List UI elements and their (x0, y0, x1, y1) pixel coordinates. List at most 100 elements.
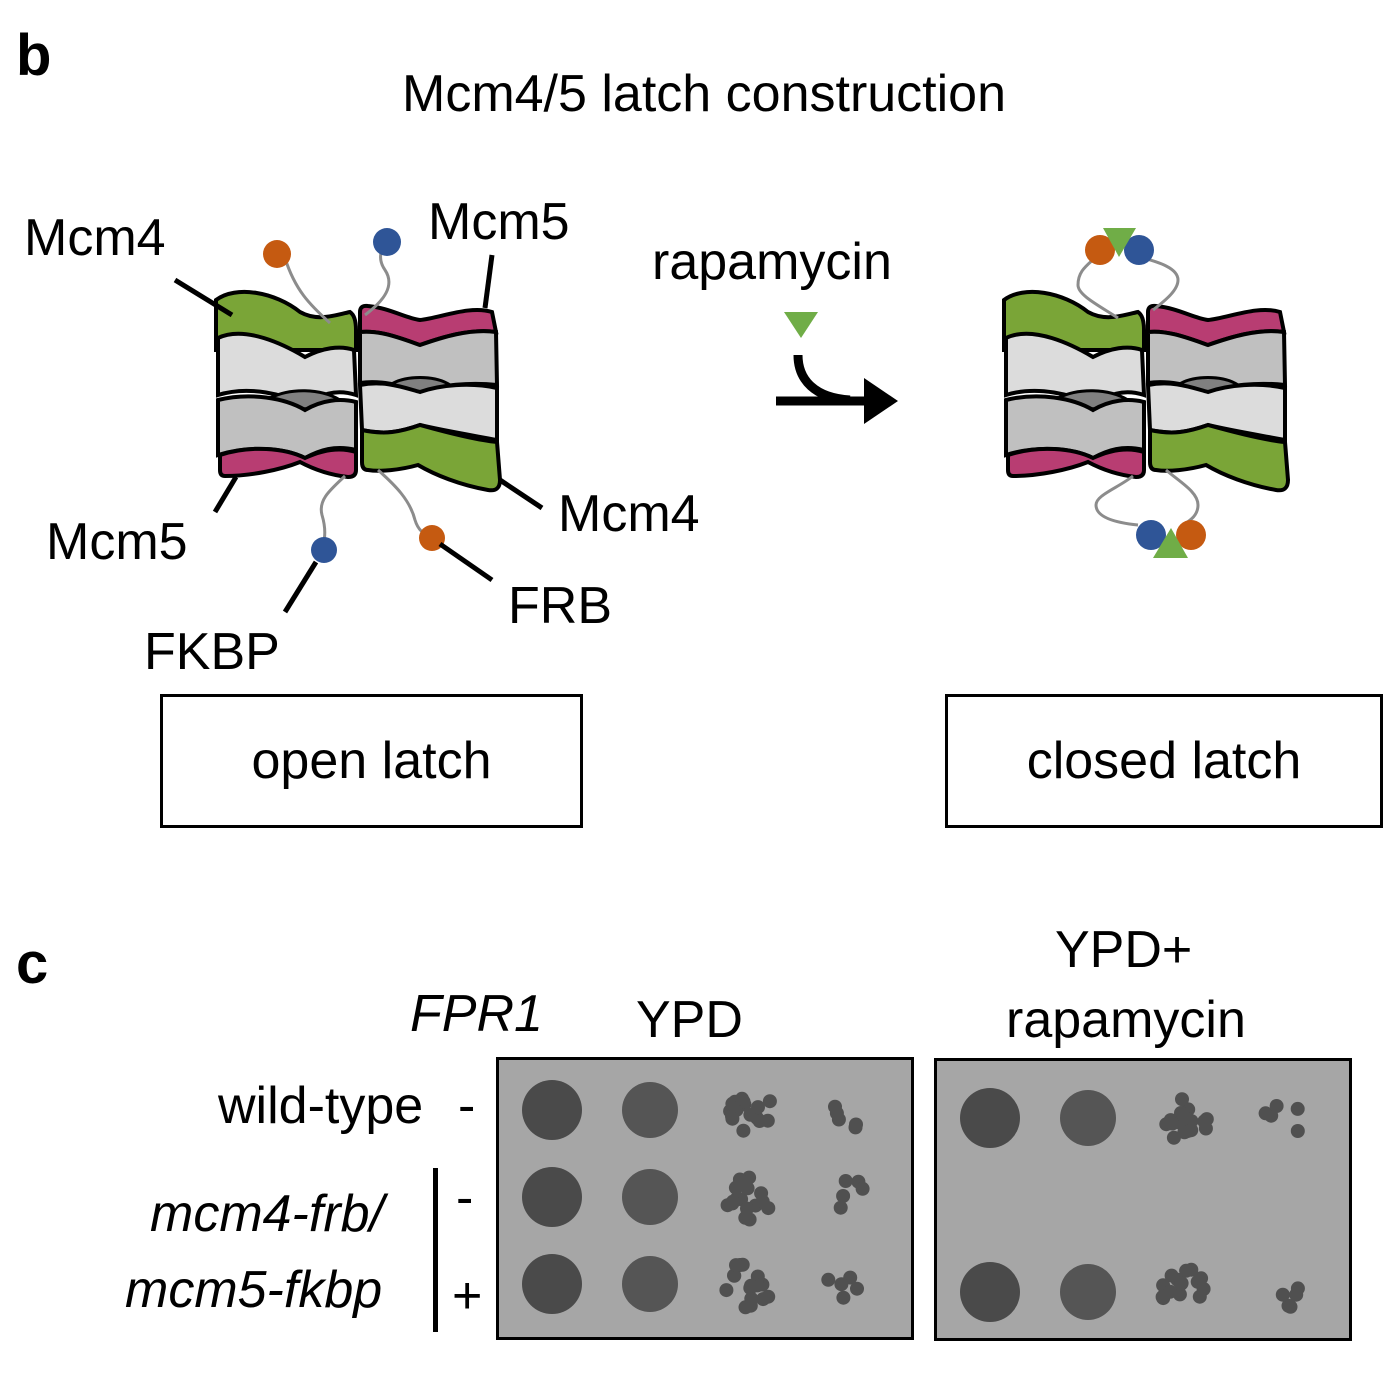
colony (752, 1114, 767, 1128)
closed-fkbp-linker-bottom (1094, 474, 1139, 527)
closed-latch-complex (1002, 228, 1291, 558)
panel-b-title: Mcm4/5 latch construction (402, 65, 1007, 123)
colony (836, 1290, 851, 1305)
open-left-subunit-stack (214, 289, 359, 480)
label-mcm4-bottom: Mcm4 (558, 485, 700, 543)
label-frb: FRB (508, 577, 612, 635)
spot-ypd-r3-c3 (719, 1257, 776, 1315)
label-mcm5-top: Mcm5 (428, 193, 570, 251)
colony (729, 1258, 743, 1273)
rapamycin-triangle-icon (784, 312, 818, 338)
colony (1184, 1123, 1199, 1138)
spot-ypd-r1-c2 (622, 1082, 678, 1138)
colony (836, 1189, 851, 1203)
open-latch-label: open latch (251, 732, 492, 790)
spot-ypd-r2-c2 (622, 1169, 678, 1225)
colony (738, 1210, 753, 1225)
colony (754, 1186, 769, 1201)
leader-mcm5-top (482, 254, 495, 309)
open-frb-linker-top (283, 257, 332, 325)
closed-latch-box: closed latch (945, 694, 1383, 828)
open-latch-complex (173, 228, 544, 614)
row-label-wild-type: wild-type (218, 1077, 424, 1135)
closed-fkbp-tag-bottom (1136, 520, 1166, 550)
leader-fkbp (282, 560, 319, 614)
leader-mcm4-bottom (498, 477, 544, 511)
spot-ypd-r1-c3 (723, 1091, 777, 1138)
open-ring-light-top (216, 331, 359, 408)
row-label-mcm4-frb: mcm4-frb/ (150, 1185, 384, 1243)
colony (744, 1278, 758, 1293)
closed-frb-linker-top (1076, 253, 1119, 320)
colony (834, 1277, 849, 1292)
colony (751, 1100, 765, 1115)
spot-ypd_rapamycin-r1-c1 (960, 1088, 1020, 1148)
panel-letter-c: c (16, 931, 49, 996)
spot-ypd-r3-c2 (622, 1256, 678, 1312)
label-mcm5-bottom: Mcm5 (46, 513, 188, 571)
column-header-ypd-rapamycin-line1: YPD+ (1055, 921, 1193, 979)
colony (828, 1099, 842, 1114)
panel-letter-b: b (16, 23, 52, 88)
label-fkbp: FKBP (144, 623, 280, 681)
leader-frb (438, 541, 494, 583)
fpr1-header: FPR1 (410, 985, 543, 1043)
colony (756, 1292, 771, 1307)
colony (735, 1091, 749, 1106)
row-fpr1-wild-type: - (458, 1077, 476, 1135)
colony (838, 1174, 853, 1188)
colony (821, 1272, 836, 1287)
spot-ypd_rapamycin-r3-c4 (1275, 1281, 1305, 1314)
spot-ypd_rapamycin-r3-c3 (1155, 1262, 1211, 1306)
rapamycin-addition-arrow (776, 312, 898, 424)
spot-ypd-r2-c3 (720, 1170, 776, 1227)
closed-frb-tag-bottom (1176, 520, 1206, 550)
open-fkbp-linker-bottom (319, 474, 347, 546)
colony (831, 1112, 846, 1127)
reagent-label-rapamycin: rapamycin (652, 233, 892, 291)
closed-mcm5-bottom-cap (1006, 446, 1146, 480)
open-fkbp-tag-top (373, 228, 401, 256)
open-mcm5-bottom-cap (218, 446, 358, 480)
closed-rapamycin-bottom-icon (1153, 528, 1188, 558)
row-fpr1-mcm-minus: - (456, 1169, 474, 1227)
open-frb-tag-top (263, 240, 291, 268)
colony (1290, 1124, 1305, 1138)
closed-fkbp-linker-top (1142, 256, 1180, 312)
closed-frb-tag-top (1085, 235, 1115, 265)
row-fpr1-mcm-plus: + (452, 1267, 483, 1325)
leader-mcm5-bottom (212, 475, 239, 514)
colony (1166, 1130, 1181, 1145)
spot-ypd-r2-c4 (833, 1174, 870, 1215)
colony (725, 1111, 740, 1126)
genotype-bracket-line (433, 1168, 438, 1332)
spot-ypd_rapamycin-r3-c2 (1060, 1264, 1116, 1320)
colony (762, 1094, 777, 1109)
colony (1275, 1287, 1290, 1302)
spot-ypd_rapamycin-r1-c4 (1258, 1099, 1305, 1138)
label-mcm4-top: Mcm4 (24, 209, 166, 267)
colony (855, 1181, 870, 1196)
spot-ypd_rapamycin-r1-c2 (1060, 1090, 1116, 1146)
colony (850, 1281, 864, 1296)
colony (1165, 1116, 1180, 1131)
spot-ypd-r2-c1 (522, 1167, 582, 1227)
row-label-mcm5-fkbp: mcm5-fkbp (125, 1261, 383, 1319)
colony (1194, 1271, 1209, 1286)
column-header-ypd-rapamycin-line2: rapamycin (1006, 991, 1246, 1049)
arrow-head-icon (864, 378, 898, 424)
spot-ypd_rapamycin-r3-c1 (960, 1262, 1020, 1322)
colony (1290, 1101, 1305, 1116)
colony (1174, 1276, 1189, 1291)
spot-ypd-r1-c1 (522, 1080, 582, 1140)
spot-ypd_rapamycin-r1-c3 (1159, 1092, 1214, 1145)
open-frb-tag-bottom (419, 525, 445, 551)
open-mcm4-bottom-cap (360, 422, 503, 493)
colony (833, 1200, 848, 1215)
colony (1283, 1299, 1298, 1314)
colony (743, 1298, 758, 1313)
colony (1155, 1289, 1170, 1304)
closed-ring-light-top (1004, 331, 1147, 408)
